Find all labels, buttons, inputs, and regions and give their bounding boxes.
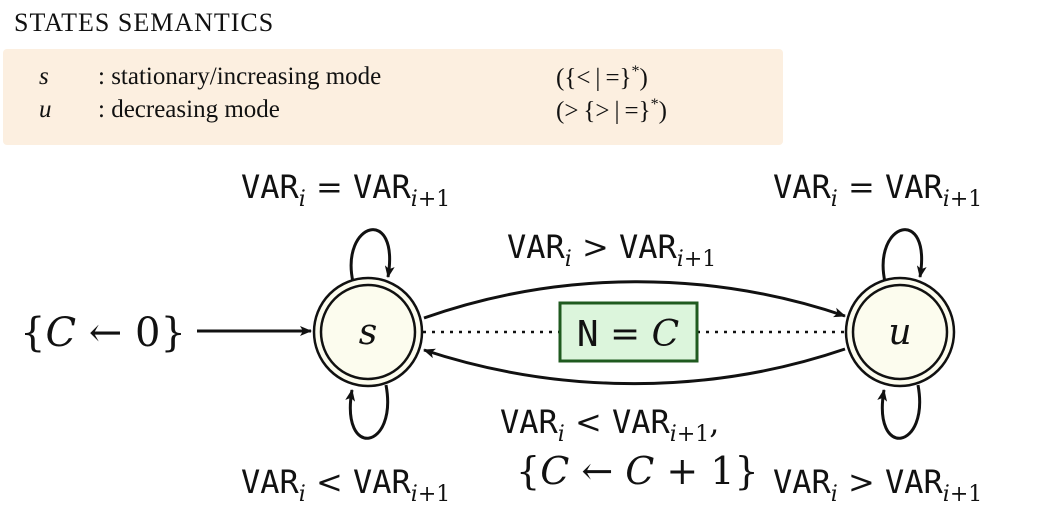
label-u-loop-bottom: VARi > VARi+1 [773, 463, 982, 507]
state-u-label: u [888, 312, 911, 353]
label-s-to-u: VARi > VARi+1 [507, 228, 716, 272]
label-s-loop-bottom: VARi < VARi+1 [241, 463, 450, 507]
loop-u-bottom [877, 384, 922, 440]
label-u-to-s: VARi < VARi+1, [500, 403, 719, 447]
loop-s-top [349, 228, 395, 283]
state-s: s [312, 276, 424, 388]
loop-u-top [881, 228, 927, 283]
semantics-state-label: s [39, 63, 49, 90]
transition-s-to-u [423, 280, 846, 320]
semantics-regex: ({< | =}*) [556, 63, 648, 92]
semantics-description: : decreasing mode [98, 96, 280, 123]
state-s-label: s [359, 312, 377, 353]
label-u-loop-top: VARi = VARi+1 [773, 168, 982, 212]
semantics-state-label: u [39, 96, 52, 123]
state-u: u [844, 276, 956, 388]
semantics-description: : stationary/increasing mode [98, 63, 382, 90]
label-u-to-s-action: {C ← C + 1} [516, 449, 759, 493]
semantics-panel: s : stationary/increasing mode ({< | =}*… [3, 49, 783, 145]
initial-action-label: {C ← 0} [20, 310, 186, 356]
result-box-label: N = C [577, 314, 679, 355]
result-box [558, 301, 699, 363]
semantics-title: STATES SEMANTICS [14, 8, 275, 37]
transition-u-to-s [423, 347, 846, 386]
semantics-regex: (> {> | =}*) [556, 96, 667, 125]
loop-s-bottom [345, 384, 390, 440]
label-s-loop-top: VARi = VARi+1 [241, 168, 450, 212]
